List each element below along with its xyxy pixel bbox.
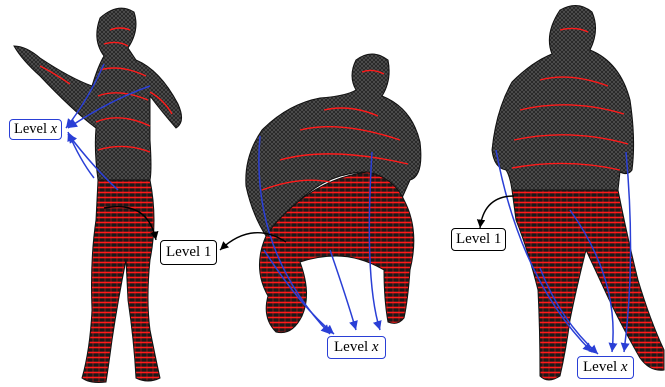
label-text: Level	[334, 339, 372, 355]
label-level-1-figure3: Level 1	[451, 228, 506, 251]
figure-standing-arm-out	[14, 8, 182, 382]
arrow-fig3-level1	[480, 196, 514, 228]
label-variable: x	[621, 359, 628, 375]
figure1-upper-body	[14, 8, 182, 180]
label-text: Level 1	[166, 244, 211, 260]
figure-crouching	[246, 54, 421, 333]
label-variable: x	[372, 339, 379, 355]
label-text: Level	[583, 359, 621, 375]
figure1-lower-body	[82, 180, 160, 383]
figure3-upper-body	[492, 5, 634, 190]
label-text: Level 1	[456, 231, 501, 247]
figure-standing-back	[492, 5, 664, 380]
label-level-x-figure2: Level x	[327, 336, 386, 359]
figure3-lower-body	[512, 190, 664, 380]
arrow-fig2-c	[330, 250, 356, 330]
label-text: Level	[14, 121, 51, 137]
label-variable: x	[51, 121, 57, 137]
label-level-x-figure1: Level x	[9, 119, 62, 140]
label-level-1-figure1: Level 1	[160, 240, 217, 265]
label-level-x-figure3: Level x	[577, 356, 634, 379]
